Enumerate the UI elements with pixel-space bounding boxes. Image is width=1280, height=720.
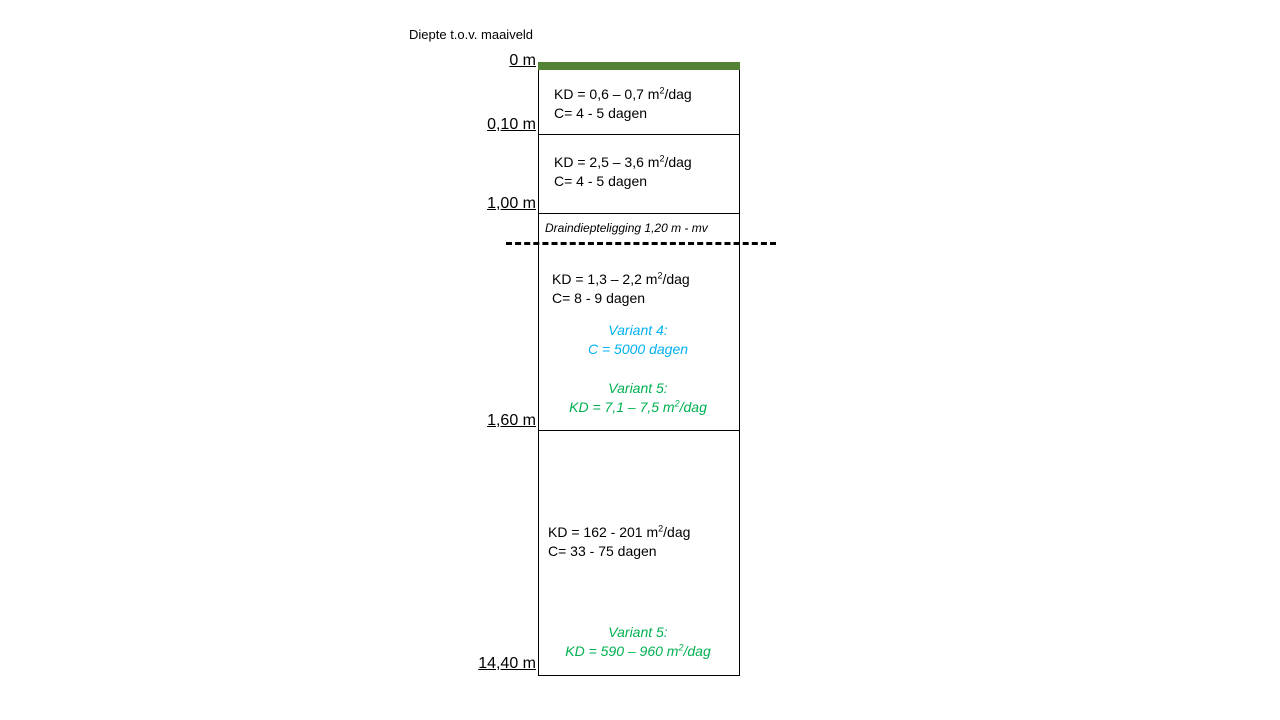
layer-3-c: C= 8 - 9 dagen [552, 290, 646, 306]
variant-4-value: C = 5000 dagen [587, 341, 689, 357]
ground-surface [538, 62, 740, 70]
layer-4-kd: KD = 162 - 201 m2/dag [548, 523, 691, 540]
diagram-title: Diepte t.o.v. maaiveld [409, 27, 534, 42]
drain-depth-label: Draindiepteligging 1,20 m - mv [545, 221, 708, 235]
layer-2-kd: KD = 2,5 – 3,6 m2/dag [554, 153, 692, 170]
depth-label-14-40: 14,40 m [478, 655, 536, 672]
layer-1-c: C= 4 - 5 dagen [554, 105, 648, 121]
drain-depth-line [506, 242, 776, 245]
variant-5-title-a: Variant 5: [608, 380, 668, 396]
layer-boundary-0-10 [538, 134, 740, 135]
variant-4-title: Variant 4: [608, 322, 668, 338]
layer-1-kd: KD = 0,6 – 0,7 m2/dag [554, 85, 692, 102]
layer-3-kd: KD = 1,3 – 2,2 m2/dag [552, 270, 690, 287]
depth-label-1-60: 1,60 m [487, 412, 536, 429]
layer-4-c: C= 33 - 75 dagen [548, 543, 657, 559]
depth-label-0-10: 0,10 m [487, 116, 536, 133]
variant-5-value-a: KD = 7,1 – 7,5 m2/dag [569, 398, 707, 415]
variant-5-value-b: KD = 590 – 960 m2/dag [565, 642, 711, 659]
layer-boundary-1-00 [538, 213, 740, 214]
variant-5-title-b: Variant 5: [608, 624, 668, 640]
depth-label-1-00: 1,00 m [487, 195, 536, 212]
layer-2-c: C= 4 - 5 dagen [554, 173, 648, 189]
layer-boundary-1-60 [538, 430, 740, 431]
depth-label-0: 0 m [509, 52, 536, 69]
